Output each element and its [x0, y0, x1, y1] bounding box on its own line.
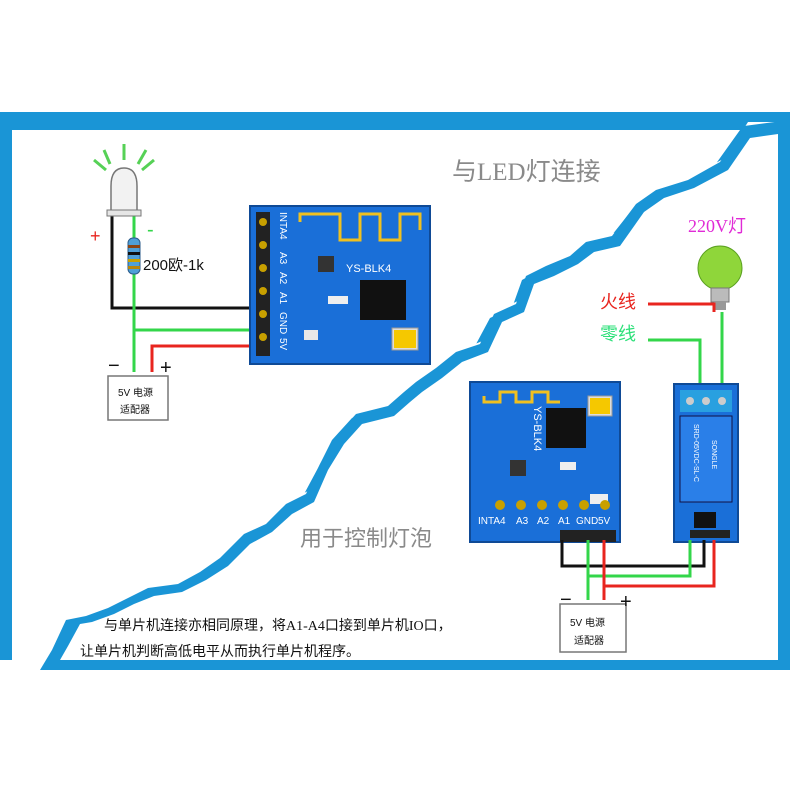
adapter-bottom-line2: 适配器 [574, 635, 604, 647]
live-label: 火线 [600, 292, 636, 312]
pin-label: A3 [516, 516, 529, 527]
pin-label: INTA4 [277, 212, 288, 240]
pin-label: A1 [558, 516, 571, 527]
title-bottom: 用于控制灯泡 [300, 526, 432, 551]
adapter-top-minus: − [108, 355, 120, 377]
note-line2: 让单片机判断高低电平从而执行单片机程序。 [80, 643, 360, 660]
bottom-wiring [560, 540, 716, 600]
pin-label: A2 [277, 272, 288, 285]
adapter-bottom-minus: − [560, 589, 572, 611]
pin-label: INTA4 [478, 516, 506, 527]
header-pins-bottom [495, 500, 616, 542]
pin-label: A3 [277, 252, 288, 265]
bulb [697, 245, 743, 310]
led-plus-label: + [90, 226, 101, 246]
module-name: YS-BLK4 [531, 406, 543, 451]
pin-label: GND [576, 516, 598, 527]
neutral-label: 零线 [600, 324, 636, 344]
adapter-bottom: 5V 电源 适配器 − + [559, 589, 632, 653]
pin-label: GND [277, 312, 288, 334]
title-top: 与LED灯连接 [452, 158, 601, 186]
module-bottom: YS-BLK4 INTA4 A3 A2 A1 GND 5V [469, 381, 621, 543]
pin-label: 5V [598, 516, 611, 527]
led-minus-label: - [147, 219, 154, 241]
resistor [127, 237, 141, 275]
pin-label: A1 [277, 292, 288, 305]
note-line1: 与单片机连接亦相同原理，将A1-A4口接到单片机IO口， [104, 617, 452, 634]
header-pins-top [256, 212, 270, 356]
module-name: YS-BLK4 [346, 263, 391, 275]
adapter-top: 5V 电源 适配器 − + [107, 355, 172, 421]
adapter-top-line2: 适配器 [120, 404, 150, 416]
bulb-label: 220V灯 [688, 216, 746, 236]
relay-text: SRD-05VDC-SL-C [692, 424, 699, 482]
led: + - [90, 144, 155, 246]
adapter-bottom-line1: 5V 电源 [570, 616, 605, 629]
relay-module: SRD-05VDC-SL-C SONGLE [673, 383, 739, 543]
pin-label: A2 [537, 516, 550, 527]
module-top: INTA4 A3 A2 A1 GND 5V YS-BLK4 [249, 205, 431, 365]
resistor-label: 200欧-1k [143, 257, 204, 274]
adapter-top-plus: + [160, 357, 172, 379]
pin-label: 5V [277, 338, 288, 351]
adapter-bottom-plus: + [620, 591, 632, 613]
adapter-top-line1: 5V 电源 [118, 386, 153, 399]
led-wiring [110, 210, 262, 372]
relay-brand: SONGLE [710, 440, 717, 470]
